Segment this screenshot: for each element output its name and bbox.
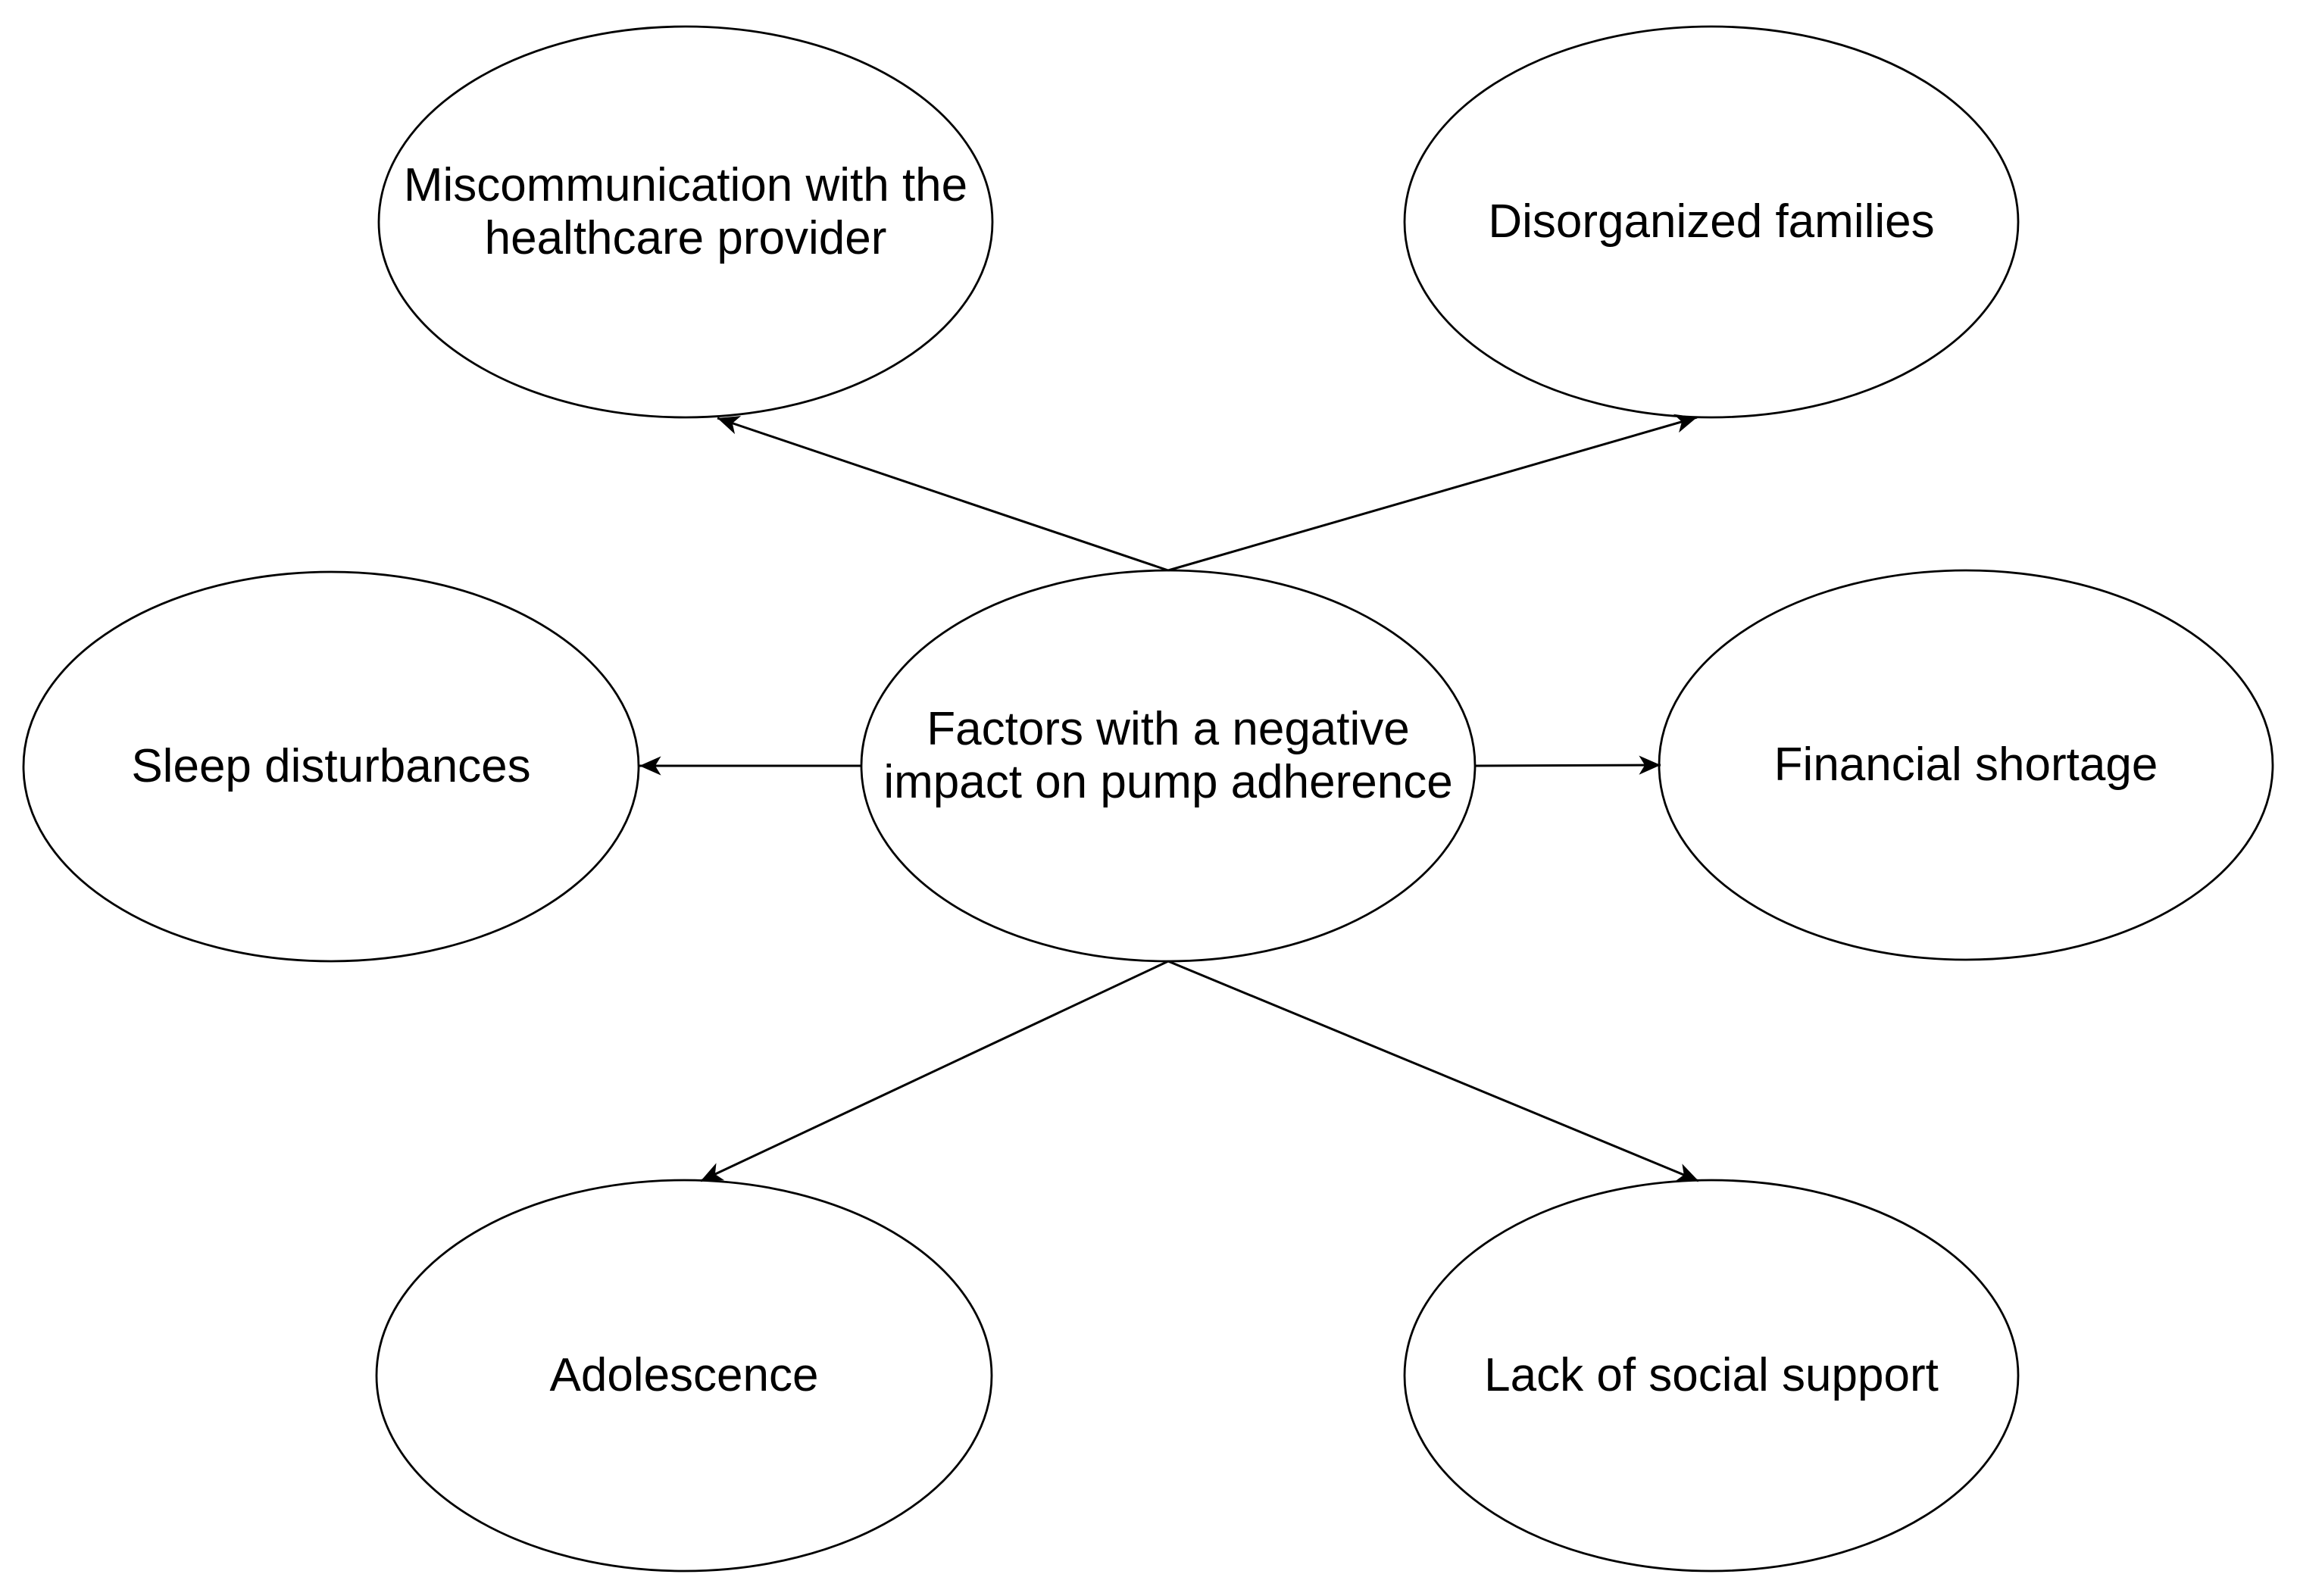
edge-factors-to-miscommunication — [717, 416, 1169, 572]
node-label-miscommunication: Miscommunication with the healthcare pro… — [403, 158, 968, 264]
node-ellipse-social — [1403, 1179, 2020, 1573]
edge-factors-to-financial — [1474, 755, 1661, 775]
node-label-disorganized: Disorganized families — [1488, 195, 1935, 248]
node-label-adolescence: Adolescence — [549, 1348, 819, 1401]
edge-factors-to-disorganized — [1167, 414, 1698, 572]
edge-factors-to-social — [1167, 960, 1699, 1182]
edge-factors-to-adolescence — [700, 960, 1169, 1182]
node-ellipse-disorganized — [1403, 25, 2020, 419]
node-label-financial: Financial shortage — [1773, 738, 2158, 791]
node-ellipse-miscommunication — [377, 25, 994, 419]
node-label-sleep: Sleep disturbances — [131, 739, 531, 792]
node-label-social: Lack of social support — [1484, 1348, 1939, 1401]
node-label-factors: Factors with a negative impact on pump a… — [883, 702, 1453, 808]
node-ellipse-adolescence — [375, 1179, 993, 1573]
node-ellipse-sleep — [22, 570, 640, 963]
